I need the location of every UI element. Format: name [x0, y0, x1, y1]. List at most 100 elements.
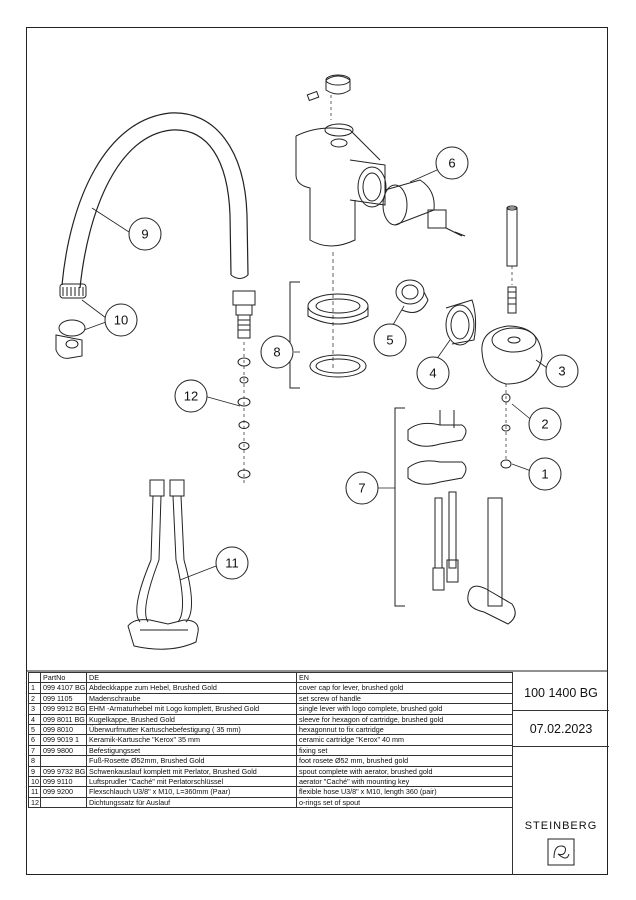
row-partno: 099 9110 — [40, 776, 87, 788]
svg-text:4: 4 — [429, 366, 436, 381]
divider — [513, 710, 609, 711]
header-de: DE — [86, 671, 297, 684]
row-number: 11 — [28, 786, 41, 798]
row-number: 8 — [28, 755, 41, 767]
faucet-body-part — [295, 74, 387, 370]
row-partno: 099 9800 — [40, 744, 87, 757]
row-partno: 099 4107 BG — [40, 682, 87, 694]
row-de: Schwenkauslauf komplett mit Perlator, Br… — [86, 765, 297, 778]
header-en: EN — [296, 671, 513, 684]
brand-name: STEINBERG — [524, 820, 598, 832]
revision-date: 07.02.2023 — [529, 722, 593, 736]
row-partno: 099 8010 — [40, 724, 87, 736]
callout-8: 8 — [260, 335, 294, 369]
callout-2: 2 — [528, 407, 562, 441]
svg-text:5: 5 — [386, 333, 393, 348]
row-number: 5 — [28, 724, 41, 736]
row-en: fixing set — [296, 744, 513, 757]
row-number: 4 — [28, 713, 41, 726]
row-number: 12 — [28, 796, 41, 809]
row-de: Dichtungssatz für Auslauf — [86, 796, 297, 809]
row-en: set screw of handle — [296, 692, 513, 705]
row-en: spout complete with aerator, brushed gol… — [296, 765, 513, 778]
row-partno: 099 9019 1 — [40, 734, 87, 746]
o-rings-part — [237, 357, 251, 479]
svg-text:7: 7 — [358, 481, 365, 496]
row-en: flexible hose U3/8" x M10, length 360 (p… — [296, 786, 513, 798]
row-en: single lever with logo complete, brushed… — [296, 703, 513, 715]
svg-text:12: 12 — [184, 389, 198, 404]
row-en: ceramic cartridge "Kerox" 40 mm — [296, 734, 513, 746]
row-number: 2 — [28, 692, 41, 705]
row-en: foot rosete Ø52 mm, brushed gold — [296, 755, 513, 767]
row-en: hexagonnut to fix cartridge — [296, 724, 513, 736]
svg-text:2: 2 — [541, 417, 548, 432]
row-en: sleeve for hexagon of cartridge, brushed… — [296, 713, 513, 726]
row-de: Abdeckkappe zum Hebel, Brushed Gold — [86, 682, 297, 694]
callout-4: 4 — [416, 356, 450, 390]
fixing-set-part — [394, 407, 516, 625]
table-header-row: PartNo DE EN — [28, 671, 513, 684]
row-en: cover cap for lever, brushed gold — [296, 682, 513, 694]
svg-text:3: 3 — [558, 364, 565, 379]
row-partno: 099 9732 BG — [40, 765, 87, 778]
callout-1: 1 — [528, 457, 562, 491]
callout-10: 10 — [104, 303, 138, 337]
cartridge-part — [382, 179, 466, 237]
callout-11: 11 — [215, 546, 249, 580]
spout-part — [61, 112, 249, 289]
header-partno: PartNo — [40, 671, 87, 684]
title-block: 100 1400 BG 07.02.2023 STEINBERG — [512, 672, 609, 875]
row-partno: 099 1105 — [40, 692, 87, 705]
row-number: 7 — [28, 744, 41, 757]
svg-text:1: 1 — [541, 467, 548, 482]
svg-text:10: 10 — [114, 313, 128, 328]
row-de: EHM -Armaturhebel mit Logo komplett, Bru… — [86, 703, 297, 715]
row-number: 6 — [28, 734, 41, 746]
row-en: aerator "Caché" with mounting key — [296, 776, 513, 788]
leader-lines — [81, 169, 551, 581]
row-number: 9 — [28, 765, 41, 778]
model-number: 100 1400 BG — [524, 686, 598, 700]
hexagon-nut-part — [395, 279, 429, 313]
row-number: 10 — [28, 776, 41, 788]
row-partno: 099 9912 BG — [40, 703, 87, 715]
sleeve-part — [445, 299, 477, 346]
row-number: 1 — [28, 682, 41, 694]
callout-9: 9 — [128, 217, 162, 251]
brand-logo-icon — [547, 838, 575, 866]
exploded-view-drawing: 9 10 12 11 8 6 5 4 — [26, 74, 608, 672]
row-de: Flexschlauch U3/8" x M10, L=360mm (Paar) — [86, 786, 297, 798]
row-partno: 099 9200 — [40, 786, 87, 798]
row-de: Luftsprudler "Caché" mit Perlatorschlüss… — [86, 776, 297, 788]
row-de: Fuß-Rosette Ø52mm, Brushed Gold — [86, 755, 297, 767]
row-number: 3 — [28, 703, 41, 715]
lever-part — [481, 205, 543, 469]
callout-5: 5 — [373, 323, 407, 357]
row-partno — [40, 796, 87, 809]
row-de: Überwurfmutter Kartuschebefestigung ( 35… — [86, 724, 297, 736]
callout-3: 3 — [545, 354, 579, 388]
row-partno — [40, 755, 87, 767]
svg-text:11: 11 — [225, 556, 239, 571]
header-number — [28, 671, 41, 684]
callout-6: 6 — [435, 146, 469, 180]
row-de: Kugelkappe, Brushed Gold — [86, 713, 297, 726]
flexible-hoses-part — [127, 479, 199, 650]
foot-rosette-part — [289, 281, 369, 389]
row-partno: 099 8011 BG — [40, 713, 87, 726]
aerator-part — [55, 283, 87, 359]
spout-connector-part — [232, 290, 256, 485]
